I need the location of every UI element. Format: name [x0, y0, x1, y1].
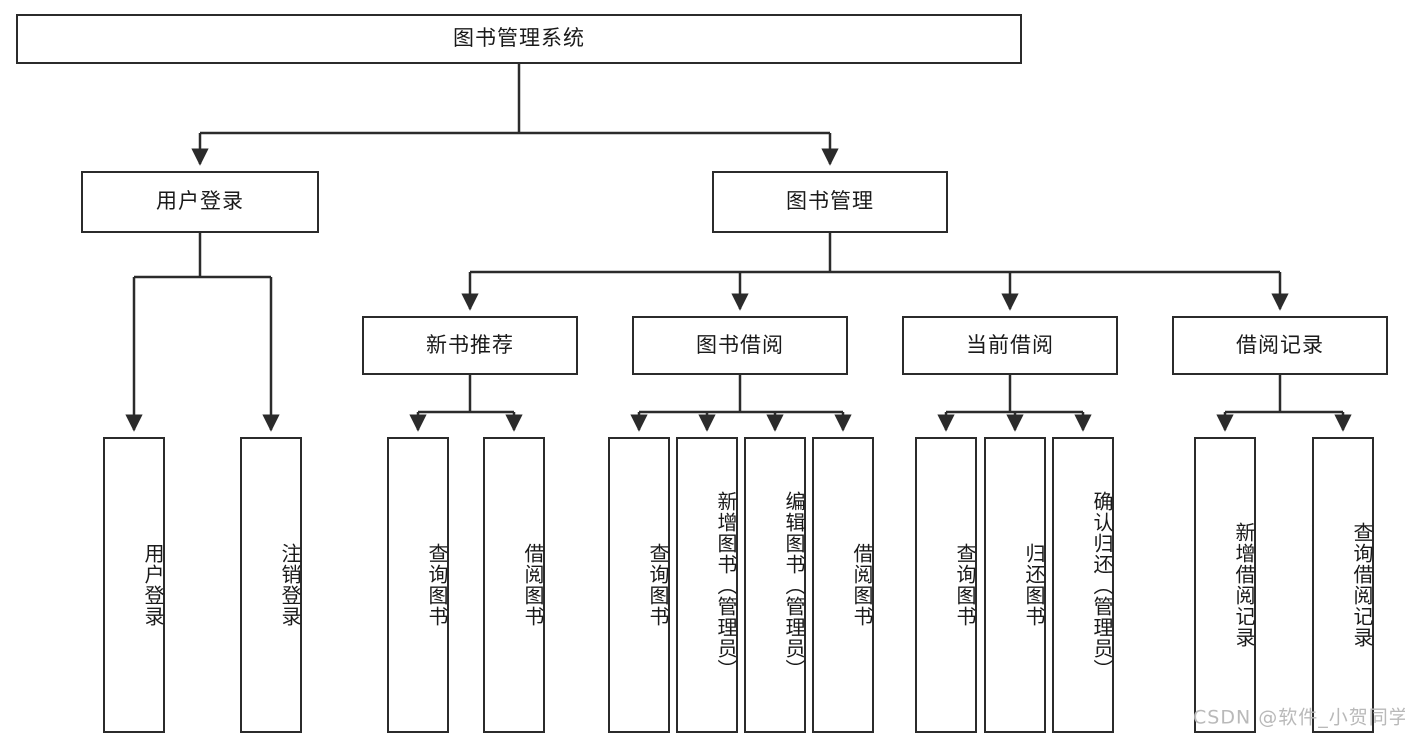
- leaf-borrow-book-recommend[interactable]: 借阅图书: [483, 437, 545, 733]
- node-current-borrow[interactable]: 当前借阅: [902, 316, 1118, 375]
- leaf-return-book-label: 归还图书: [1022, 543, 1046, 627]
- leaf-add-borrow-record-label: 新增借阅记录: [1232, 522, 1256, 648]
- leaf-query-book-borrow-label: 查询图书: [646, 543, 670, 627]
- node-borrow-record-label: 借阅记录: [1236, 332, 1324, 357]
- leaf-query-borrow-record-label: 查询借阅记录: [1350, 522, 1374, 648]
- node-book-management[interactable]: 图书管理: [712, 171, 948, 233]
- node-borrow-record[interactable]: 借阅记录: [1172, 316, 1388, 375]
- node-root-label: 图书管理系统: [453, 26, 585, 51]
- leaf-add-book-admin-label: 新增图书（管理员）: [714, 490, 738, 680]
- leaf-query-book-recommend-label: 查询图书: [425, 543, 449, 627]
- leaf-user-logout-label: 注销登录: [278, 543, 302, 627]
- leaf-add-borrow-record[interactable]: 新增借阅记录: [1194, 437, 1256, 733]
- node-user-login[interactable]: 用户登录: [81, 171, 319, 233]
- csdn-watermark: CSDN @软件_小贺同学: [1193, 706, 1405, 729]
- node-new-book-recommend[interactable]: 新书推荐: [362, 316, 578, 375]
- node-book-borrow[interactable]: 图书借阅: [632, 316, 848, 375]
- node-user-login-label: 用户登录: [156, 189, 244, 214]
- leaf-user-login-label: 用户登录: [141, 543, 165, 627]
- leaf-query-book-borrow[interactable]: 查询图书: [608, 437, 670, 733]
- node-current-borrow-label: 当前借阅: [966, 332, 1054, 357]
- leaf-borrow-book[interactable]: 借阅图书: [812, 437, 874, 733]
- node-book-borrow-label: 图书借阅: [696, 332, 784, 357]
- leaf-query-book-recommend[interactable]: 查询图书: [387, 437, 449, 733]
- leaf-edit-book-admin-label: 编辑图书（管理员）: [782, 490, 806, 680]
- leaf-query-borrow-record[interactable]: 查询借阅记录: [1312, 437, 1374, 733]
- leaf-edit-book-admin[interactable]: 编辑图书（管理员）: [744, 437, 806, 733]
- leaf-return-book[interactable]: 归还图书: [984, 437, 1046, 733]
- leaf-query-book-current-label: 查询图书: [953, 543, 977, 627]
- leaf-query-book-current[interactable]: 查询图书: [915, 437, 977, 733]
- leaf-user-login[interactable]: 用户登录: [103, 437, 165, 733]
- leaf-add-book-admin[interactable]: 新增图书（管理员）: [676, 437, 738, 733]
- leaf-borrow-book-label: 借阅图书: [850, 543, 874, 627]
- leaf-confirm-return-admin-label: 确认归还（管理员）: [1090, 490, 1114, 680]
- leaf-borrow-book-recommend-label: 借阅图书: [521, 543, 545, 627]
- node-root[interactable]: 图书管理系统: [16, 14, 1022, 64]
- leaf-confirm-return-admin[interactable]: 确认归还（管理员）: [1052, 437, 1114, 733]
- node-book-management-label: 图书管理: [786, 189, 874, 214]
- node-new-book-recommend-label: 新书推荐: [426, 332, 514, 357]
- leaf-user-logout[interactable]: 注销登录: [240, 437, 302, 733]
